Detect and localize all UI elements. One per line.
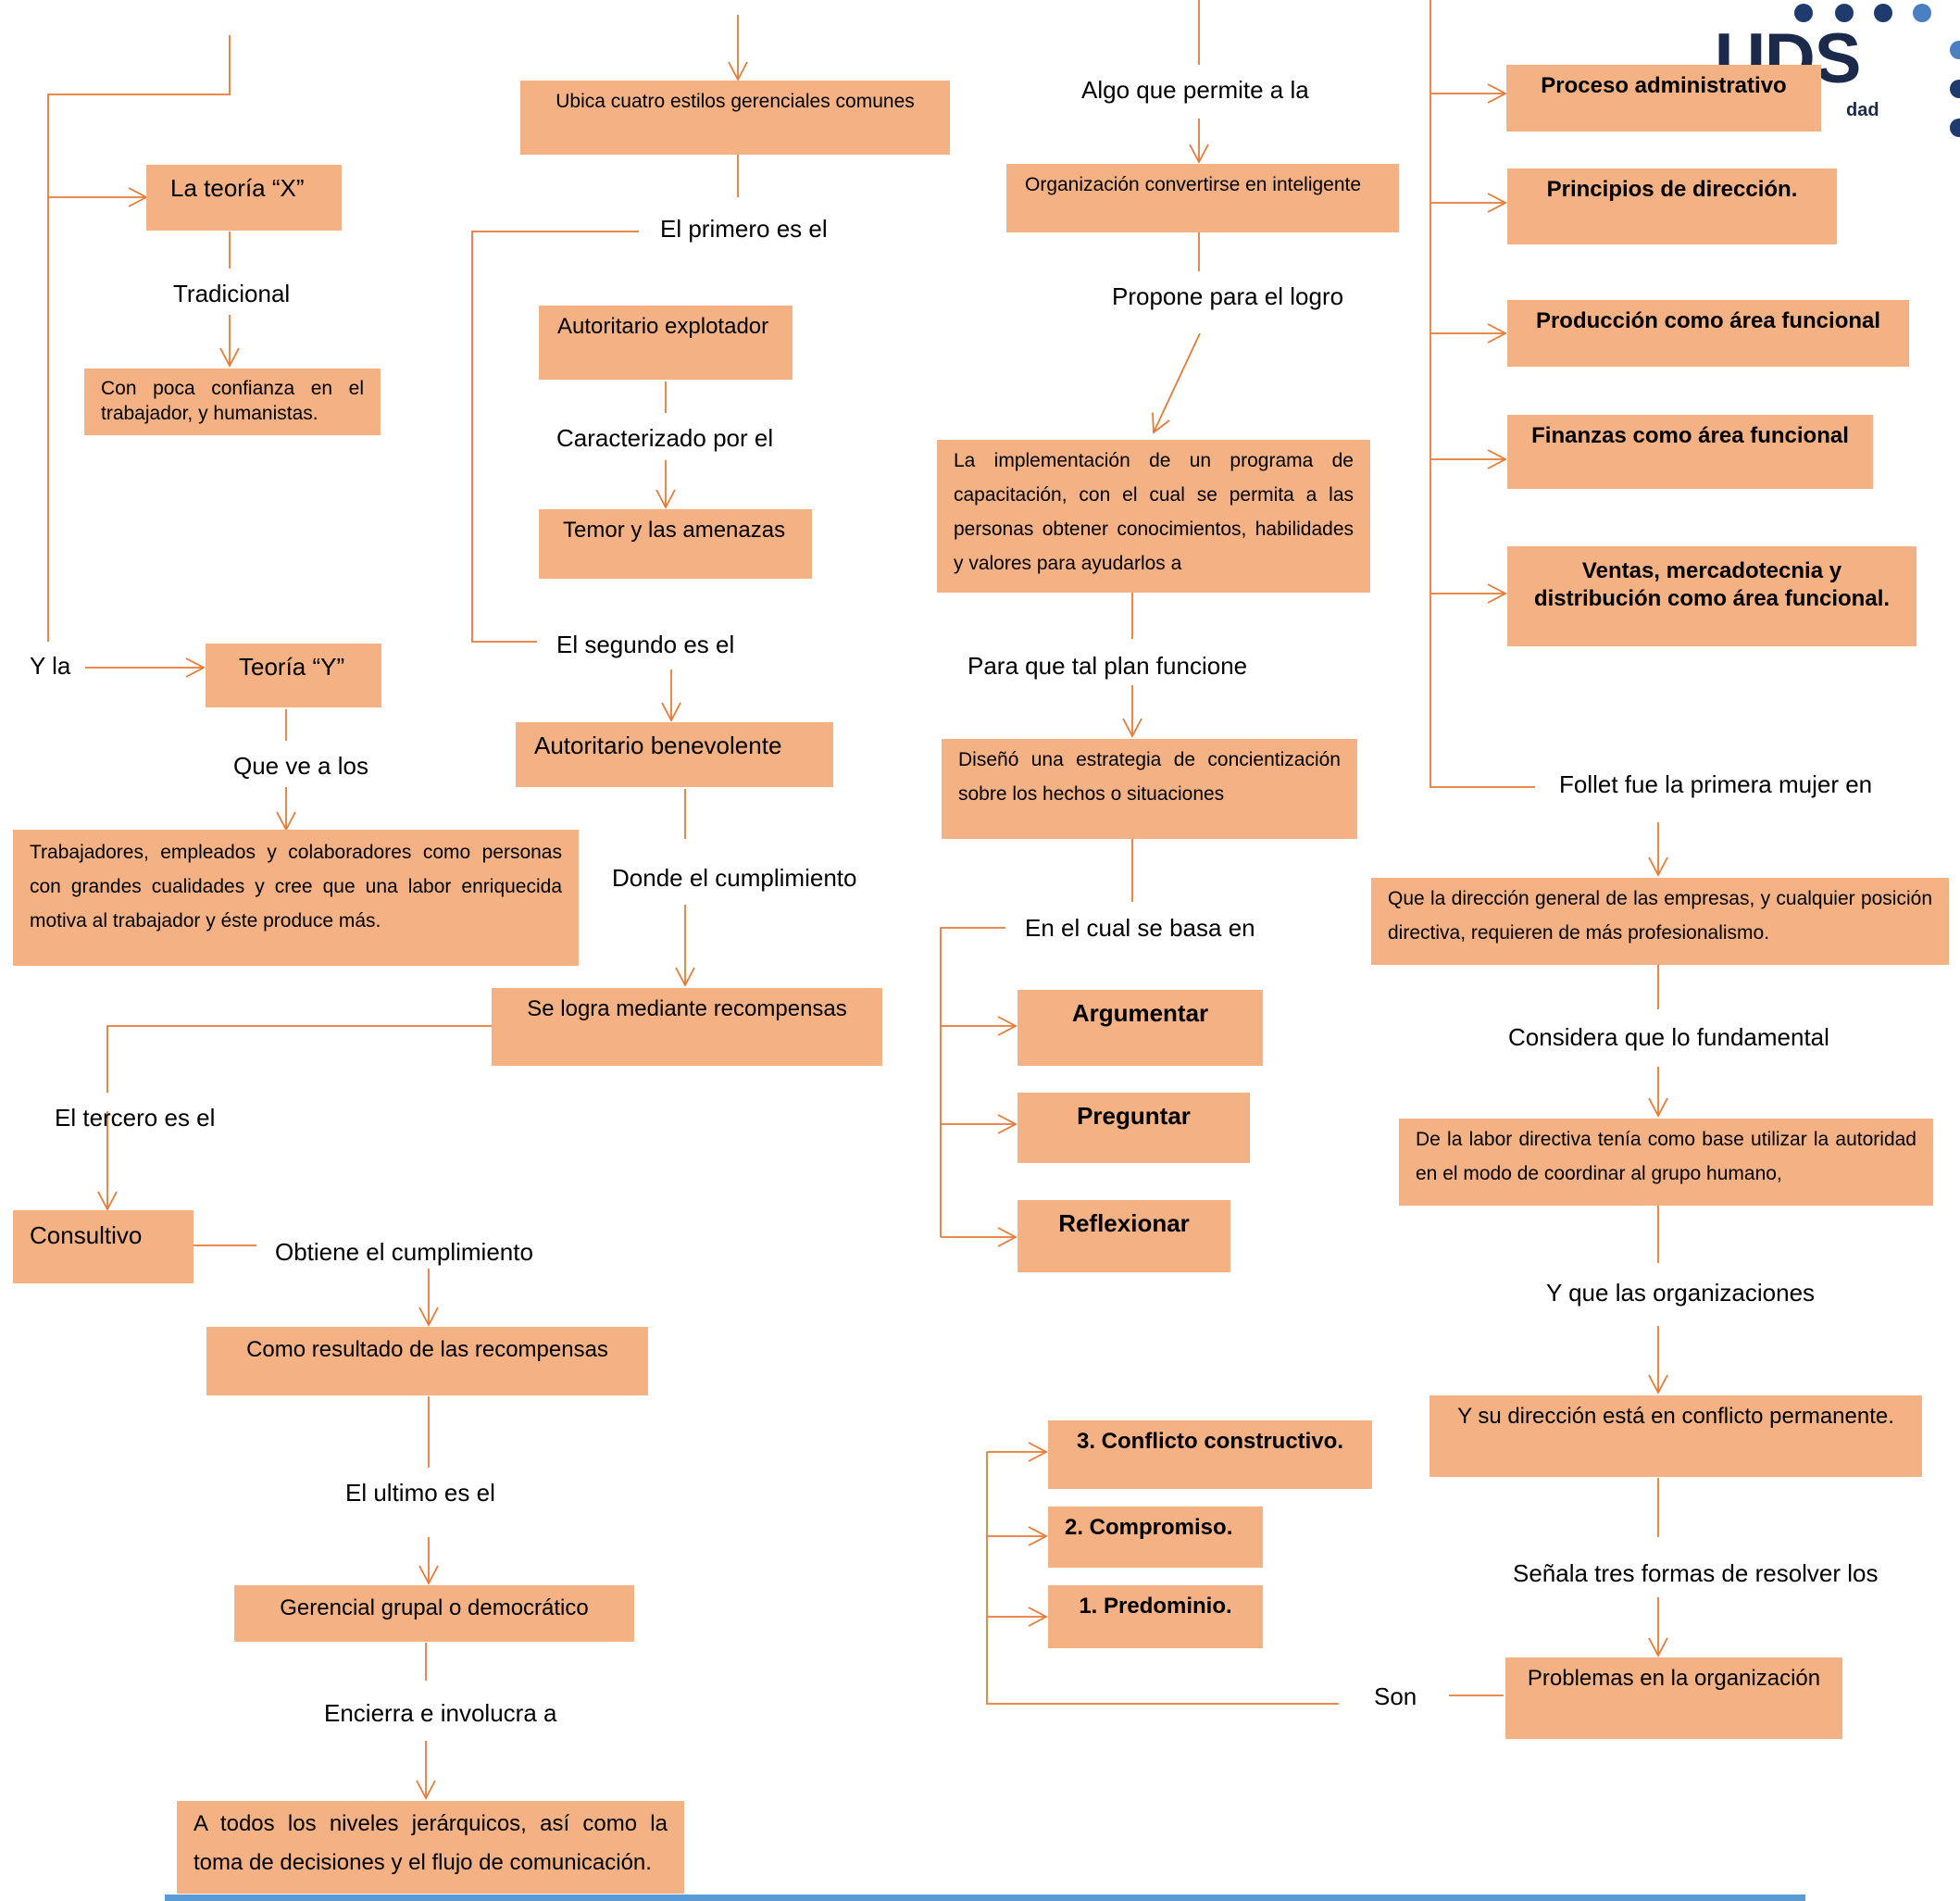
node-y-su-direccion: Y su dirección está en conflicto permane… (1429, 1395, 1922, 1477)
node-teoria-y: Teoría “Y” (206, 644, 381, 707)
node-predominio: 1. Predominio. (1048, 1585, 1263, 1648)
node-problemas: Problemas en la organización (1505, 1657, 1842, 1739)
node-diseno: Diseñó una estrategia de concientización… (942, 739, 1357, 839)
label-caracterizado: Caracterizado por el (556, 424, 774, 452)
label-que-ve: Que ve a los (233, 752, 368, 780)
label-ultimo: El ultimo es el (345, 1479, 495, 1507)
label-para-que: Para que tal plan funcione (968, 652, 1248, 680)
label-tradicional: Tradicional (173, 280, 291, 307)
node-proceso-administrativo: Proceso administrativo (1506, 65, 1821, 131)
label-tercero: El tercero es el (55, 1104, 216, 1132)
node-autoritario-benevolente: Autoritario benevolente (516, 722, 833, 787)
node-compromiso: 2. Compromiso. (1048, 1507, 1263, 1568)
node-finanzas: Finanzas como área funcional (1507, 415, 1873, 489)
node-de-la-labor: De la labor directiva tenía como base ut… (1399, 1119, 1933, 1206)
node-organizacion: Organización convertirse en inteligente (1006, 164, 1399, 232)
node-como-resultado: Como resultado de las recompensas (206, 1327, 648, 1395)
node-todos-niveles: A todos los niveles jerárquicos, así com… (177, 1801, 684, 1894)
node-que-la-direccion: Que la dirección general de las empresas… (1371, 878, 1949, 965)
node-gerencial: Gerencial grupal o democrático (234, 1585, 634, 1642)
label-y-la: Y la (30, 652, 71, 680)
node-teoria-x: La teoría “X” (146, 165, 342, 231)
footer-bar (165, 1895, 1805, 1901)
node-reflexionar: Reflexionar (1017, 1200, 1230, 1272)
node-se-logra: Se logra mediante recompensas (492, 988, 882, 1066)
node-consultivo: Consultivo (13, 1210, 194, 1283)
node-argumentar: Argumentar (1017, 990, 1263, 1066)
node-preguntar: Preguntar (1017, 1093, 1250, 1163)
node-principios: Principios de dirección. (1507, 169, 1837, 244)
label-y-que: Y que las organizaciones (1546, 1279, 1816, 1307)
label-primero: El primero es el (660, 215, 828, 243)
node-produccion: Producción como área funcional (1507, 300, 1909, 367)
label-propone: Propone para el logro (1112, 282, 1344, 310)
label-follet: Follet fue la primera mujer en (1559, 770, 1873, 798)
node-ubica: Ubica cuatro estilos gerenciales comunes (520, 81, 950, 155)
label-encierra: Encierra e involucra a (324, 1699, 557, 1727)
node-implementacion: La implementación de un programa de capa… (937, 440, 1370, 593)
label-algo-que: Algo que permite a la (1081, 76, 1309, 104)
node-trabajadores: Trabajadores, empleados y colaboradores … (13, 830, 579, 966)
logo-tagline: dad (1846, 100, 1879, 120)
label-considera: Considera que lo fundamental (1508, 1023, 1829, 1051)
node-autoritario-explotador: Autoritario explotador (539, 306, 793, 380)
node-conflicto-constructivo: 3. Conflicto constructivo. (1048, 1420, 1372, 1489)
label-donde: Donde el cumplimiento (612, 864, 857, 892)
label-senala: Señala tres formas de resolver los (1513, 1559, 1879, 1587)
node-temor: Temor y las amenazas (539, 509, 812, 579)
label-son: Son (1374, 1682, 1417, 1710)
label-en-el-cual: En el cual se basa en (1025, 914, 1255, 942)
label-obtiene: Obtiene el cumplimiento (275, 1238, 533, 1266)
node-poca-confianza: Con poca confianza en el trabajador, y h… (84, 369, 381, 435)
node-ventas: Ventas, mercadotecnia y distribución com… (1507, 546, 1916, 646)
label-segundo: El segundo es el (556, 631, 735, 658)
